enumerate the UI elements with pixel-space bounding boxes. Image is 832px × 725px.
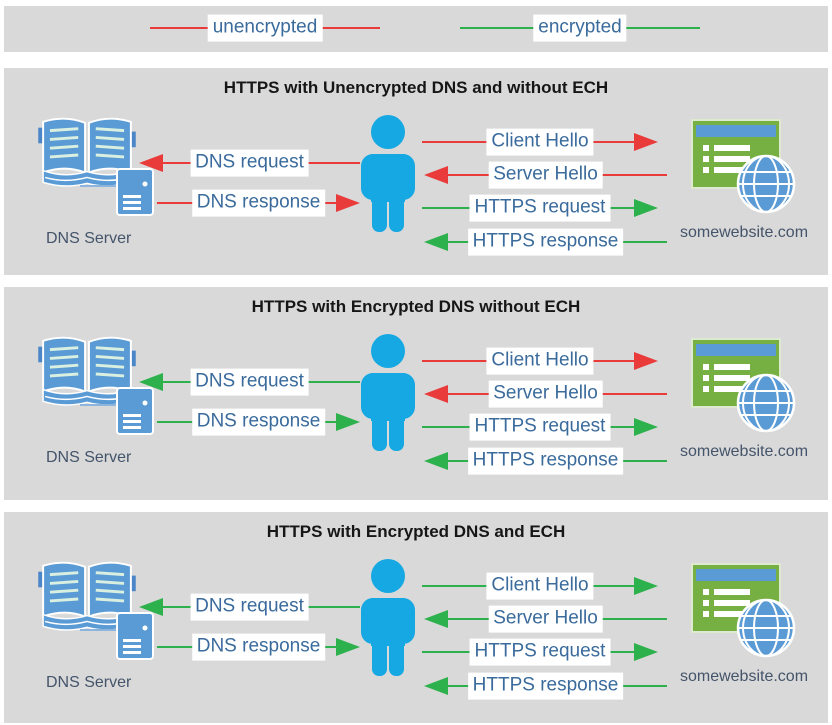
message-server-hello: Server Hello	[424, 380, 667, 408]
arrowhead-icon	[424, 166, 448, 184]
message-dns-request: DNS request	[139, 368, 360, 396]
message-label: HTTPS response	[467, 672, 624, 700]
person-icon	[361, 559, 415, 676]
legend-encrypted: encrypted	[460, 14, 700, 42]
message-client-hello: Client Hello	[422, 347, 658, 375]
arrowhead-icon	[139, 373, 163, 391]
dns-server-tower-icon	[116, 168, 154, 216]
message-label: Server Hello	[488, 605, 603, 633]
dns-connector-line	[80, 629, 118, 631]
message-https-request: HTTPS request	[422, 194, 658, 222]
arrowhead-icon	[139, 598, 163, 616]
message-label: HTTPS response	[467, 447, 624, 475]
legend-label: encrypted	[533, 14, 627, 42]
panel-encrypted-dns-no-ech: HTTPS with Encrypted DNS without ECH DNS…	[4, 287, 828, 500]
arrowhead-icon	[336, 638, 360, 656]
message-label: DNS response	[191, 189, 326, 217]
legend-bar: unencrypted encrypted	[4, 6, 828, 52]
message-dns-request: DNS request	[139, 593, 360, 621]
person-icon	[361, 115, 415, 232]
message-label: DNS request	[190, 149, 309, 177]
message-https-response: HTTPS response	[424, 672, 667, 700]
dns-server-tower-icon	[116, 612, 154, 660]
message-label: HTTPS response	[467, 228, 624, 256]
message-dns-response: DNS response	[157, 633, 360, 661]
message-https-request: HTTPS request	[422, 638, 658, 666]
website-label: somewebsite.com	[679, 668, 809, 685]
message-dns-response: DNS response	[157, 408, 360, 436]
panel-unencrypted-dns-no-ech: HTTPS with Unencrypted DNS and without E…	[4, 68, 828, 275]
arrowhead-icon	[634, 133, 658, 151]
message-label: Server Hello	[488, 161, 603, 189]
message-https-response: HTTPS response	[424, 447, 667, 475]
message-label: Server Hello	[488, 380, 603, 408]
arrowhead-icon	[634, 352, 658, 370]
message-label: HTTPS request	[469, 194, 611, 222]
dns-connector-line	[80, 404, 118, 406]
website-icon	[691, 119, 796, 214]
dns-server-label: DNS Server	[46, 674, 132, 691]
message-https-request: HTTPS request	[422, 413, 658, 441]
website-icon	[691, 338, 796, 433]
legend-unencrypted: unencrypted	[150, 14, 380, 42]
arrowhead-icon	[634, 577, 658, 595]
message-https-response: HTTPS response	[424, 228, 667, 256]
arrowhead-icon	[634, 199, 658, 217]
message-label: Client Hello	[486, 347, 594, 375]
dns-connector-line	[80, 185, 118, 187]
message-label: DNS request	[190, 593, 309, 621]
arrowhead-icon	[634, 643, 658, 661]
message-client-hello: Client Hello	[422, 572, 658, 600]
panel-title: HTTPS with Encrypted DNS and ECH	[266, 522, 566, 541]
dns-book-icon	[38, 336, 136, 406]
message-server-hello: Server Hello	[424, 605, 667, 633]
message-label: Client Hello	[486, 128, 594, 156]
dns-server-label: DNS Server	[46, 449, 132, 466]
message-label: HTTPS request	[469, 413, 611, 441]
arrowhead-icon	[336, 413, 360, 431]
arrowhead-icon	[336, 194, 360, 212]
arrowhead-icon	[634, 418, 658, 436]
message-label: DNS request	[190, 368, 309, 396]
dns-book-icon	[38, 561, 136, 631]
message-client-hello: Client Hello	[422, 128, 658, 156]
message-dns-request: DNS request	[139, 149, 360, 177]
arrowhead-icon	[424, 677, 448, 695]
dns-server-label: DNS Server	[46, 230, 132, 247]
message-dns-response: DNS response	[157, 189, 360, 217]
arrowhead-icon	[424, 610, 448, 628]
panel-title: HTTPS with Unencrypted DNS and without E…	[223, 78, 609, 97]
message-label: Client Hello	[486, 572, 594, 600]
message-label: DNS response	[191, 633, 326, 661]
message-server-hello: Server Hello	[424, 161, 667, 189]
website-icon	[691, 563, 796, 658]
arrowhead-icon	[424, 385, 448, 403]
arrowhead-icon	[424, 452, 448, 470]
message-label: DNS response	[191, 408, 326, 436]
website-label: somewebsite.com	[679, 443, 809, 460]
panel-encrypted-dns-with-ech: HTTPS with Encrypted DNS and ECH DNS Ser…	[4, 512, 828, 723]
arrowhead-icon	[139, 154, 163, 172]
arrowhead-icon	[424, 233, 448, 251]
panel-title: HTTPS with Encrypted DNS without ECH	[251, 297, 581, 316]
legend-label: unencrypted	[207, 14, 323, 42]
person-icon	[361, 334, 415, 451]
website-label: somewebsite.com	[679, 224, 809, 241]
message-label: HTTPS request	[469, 638, 611, 666]
dns-server-tower-icon	[116, 387, 154, 435]
